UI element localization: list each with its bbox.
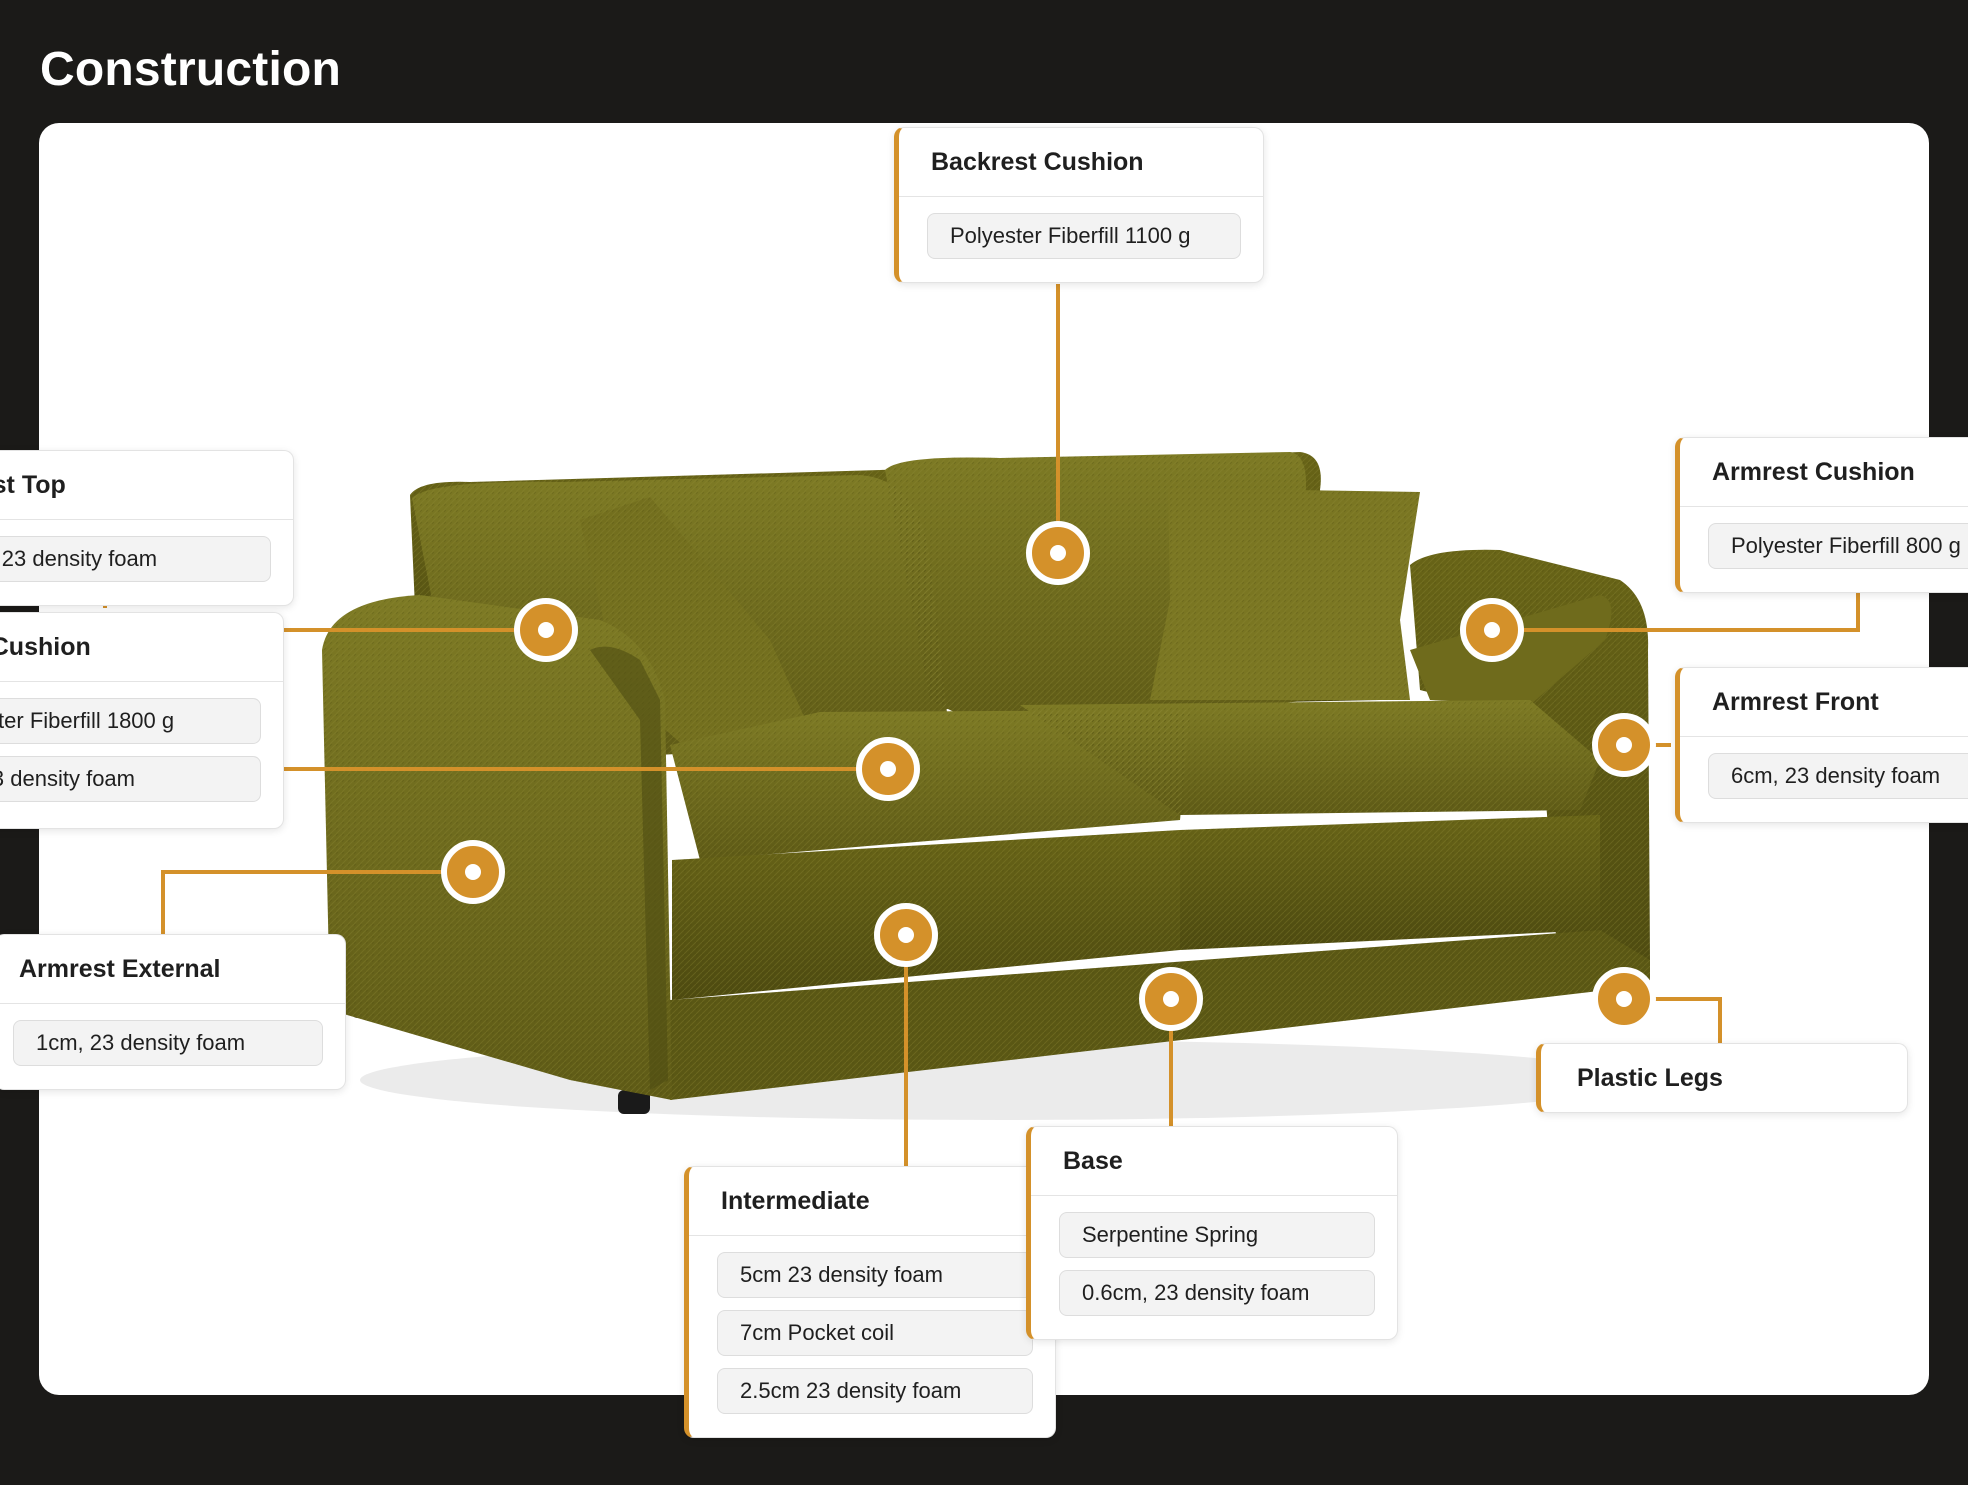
hotspot-backrest-cushion[interactable]: [1026, 521, 1090, 585]
hotspot-armrest-cushion[interactable]: [1460, 598, 1524, 662]
sofa-image: [322, 452, 1650, 1120]
callout-armrest-external: Armrest External 1cm, 23 density foam: [0, 934, 346, 1090]
callout-title: Armrest Cushion: [1680, 438, 1968, 507]
callout-title: Plastic Legs: [1577, 1064, 1723, 1092]
spec-chip: 5cm 23 density foam: [0, 756, 261, 802]
hotspot-armrest-external[interactable]: [441, 840, 505, 904]
callout-armrest-front: Armrest Front 6cm, 23 density foam: [1675, 667, 1968, 823]
callout-title: Intermediate: [689, 1167, 1055, 1236]
callout-title: Seat Cushion: [0, 613, 283, 682]
spec-chip: Polyester Fiberfill 1100 g: [927, 213, 1241, 259]
hotspot-seat-cushion[interactable]: [856, 737, 920, 801]
spec-chip: 6cm, 23 density foam: [1708, 753, 1968, 799]
callout-base: Base Serpentine Spring 0.6cm, 23 density…: [1026, 1126, 1398, 1340]
callout-title: Backrest Cushion: [899, 128, 1263, 197]
hotspot-armrest-front[interactable]: [1592, 713, 1656, 777]
spec-chip: 0.6cm, 23 density foam: [1059, 1270, 1375, 1316]
hotspot-intermediate[interactable]: [874, 903, 938, 967]
callout-title: Base: [1031, 1127, 1397, 1196]
spec-chip: Polyester Fiberfill 1800 g: [0, 698, 261, 744]
spec-chip: 5cm 23 density foam: [717, 1252, 1033, 1298]
connector-lines: [103, 284, 1860, 1168]
spec-chip: 7cm Pocket coil: [717, 1310, 1033, 1356]
hotspot-armrest-top[interactable]: [514, 598, 578, 662]
callout-title: Armrest Top: [0, 451, 293, 520]
callout-backrest-cushion: Backrest Cushion Polyester Fiberfill 110…: [894, 127, 1264, 283]
hotspot-plastic-legs[interactable]: [1592, 967, 1656, 1031]
callout-intermediate: Intermediate 5cm 23 density foam 7cm Poc…: [684, 1166, 1056, 1438]
callout-title: Armrest External: [0, 935, 345, 1004]
spec-chip: 1cm, 23 density foam: [13, 1020, 323, 1066]
page-title: Construction: [40, 43, 342, 96]
callout-armrest-top: Armrest Top 1cm, 23 density foam: [0, 450, 294, 606]
spec-chip: Polyester Fiberfill 800 g: [1708, 523, 1968, 569]
spec-chip: 2.5cm 23 density foam: [717, 1368, 1033, 1414]
callout-armrest-cushion: Armrest Cushion Polyester Fiberfill 800 …: [1675, 437, 1968, 593]
callout-seat-cushion: Seat Cushion Polyester Fiberfill 1800 g …: [0, 612, 284, 829]
hotspot-base[interactable]: [1139, 967, 1203, 1031]
spec-chip: 1cm, 23 density foam: [0, 536, 271, 582]
callout-plastic-legs: Plastic Legs: [1536, 1043, 1908, 1113]
spec-chip: Serpentine Spring: [1059, 1212, 1375, 1258]
callout-title: Armrest Front: [1680, 668, 1968, 737]
